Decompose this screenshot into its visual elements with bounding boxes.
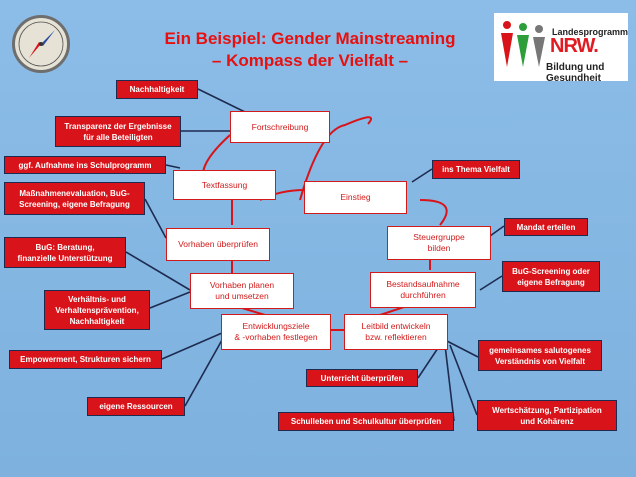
link-verhaeltnis [149,291,191,309]
note-schulleben: Schulleben und Schulkultur überprüfen [278,412,454,431]
note-bug-beratung: BuG: Beratung,finanzielle Unterstützung [4,237,126,268]
link-wertschaetzung [449,344,478,416]
cycle-arc-right [299,116,448,316]
cycle-vorhaben-pruefen: Vorhaben überprüfen [166,228,270,261]
note-nachhaltigkeit: Nachhaltigkeit [116,80,198,99]
people-figures-icon [501,21,545,67]
note-schulprogramm: ggf. Aufnahme ins Schulprogramm [4,156,166,174]
link-bug-screening [479,275,503,291]
cycle-entwicklungsziele: Entwicklungsziele& -vorhaben festlegen [221,314,331,350]
link-schulleben [444,344,455,422]
cycle-textfassung: Textfassung [173,170,276,200]
note-unterricht: Unterricht überprüfen [306,369,418,387]
landesprogramm-logo: Landesprogramm NRW. Bildung und Gesundhe… [494,13,629,84]
cycle-einstieg: Einstieg [304,181,407,214]
link-schulprogramm [165,164,181,169]
link-empowerment [161,332,223,360]
link-unterricht [417,344,441,379]
link-bug-beratung [125,251,191,291]
page-title: Ein Beispiel: Gender Mainstreaming [164,29,456,48]
link-salutogenes [444,339,479,358]
link-nachhaltigkeit [197,88,246,113]
link-mandat [489,225,505,237]
note-ressourcen: eigene Ressourcen [87,397,185,416]
link-ressourcen [184,339,223,407]
logo-line2: NRW. [550,35,599,57]
link-massnahmen [144,198,167,239]
logo-line3: Bildung und Gesundheit [546,62,605,84]
note-thema-vielfalt: ins Thema Vielfalt [432,160,520,179]
page-subtitle: – Kompass der Vielfalt – [211,51,409,70]
note-mandat: Mandat erteilen [504,218,588,236]
compass-icon [12,15,70,73]
note-massnahmen: Maßnahmenevaluation, BuG-Screening, eige… [4,182,145,215]
note-empowerment: Empowerment, Strukturen sichern [9,350,162,369]
logo-line1: Landesprogramm [552,27,629,37]
cycle-fortschreibung: Fortschreibung [230,111,330,143]
link-thema-vielfalt [411,168,433,183]
